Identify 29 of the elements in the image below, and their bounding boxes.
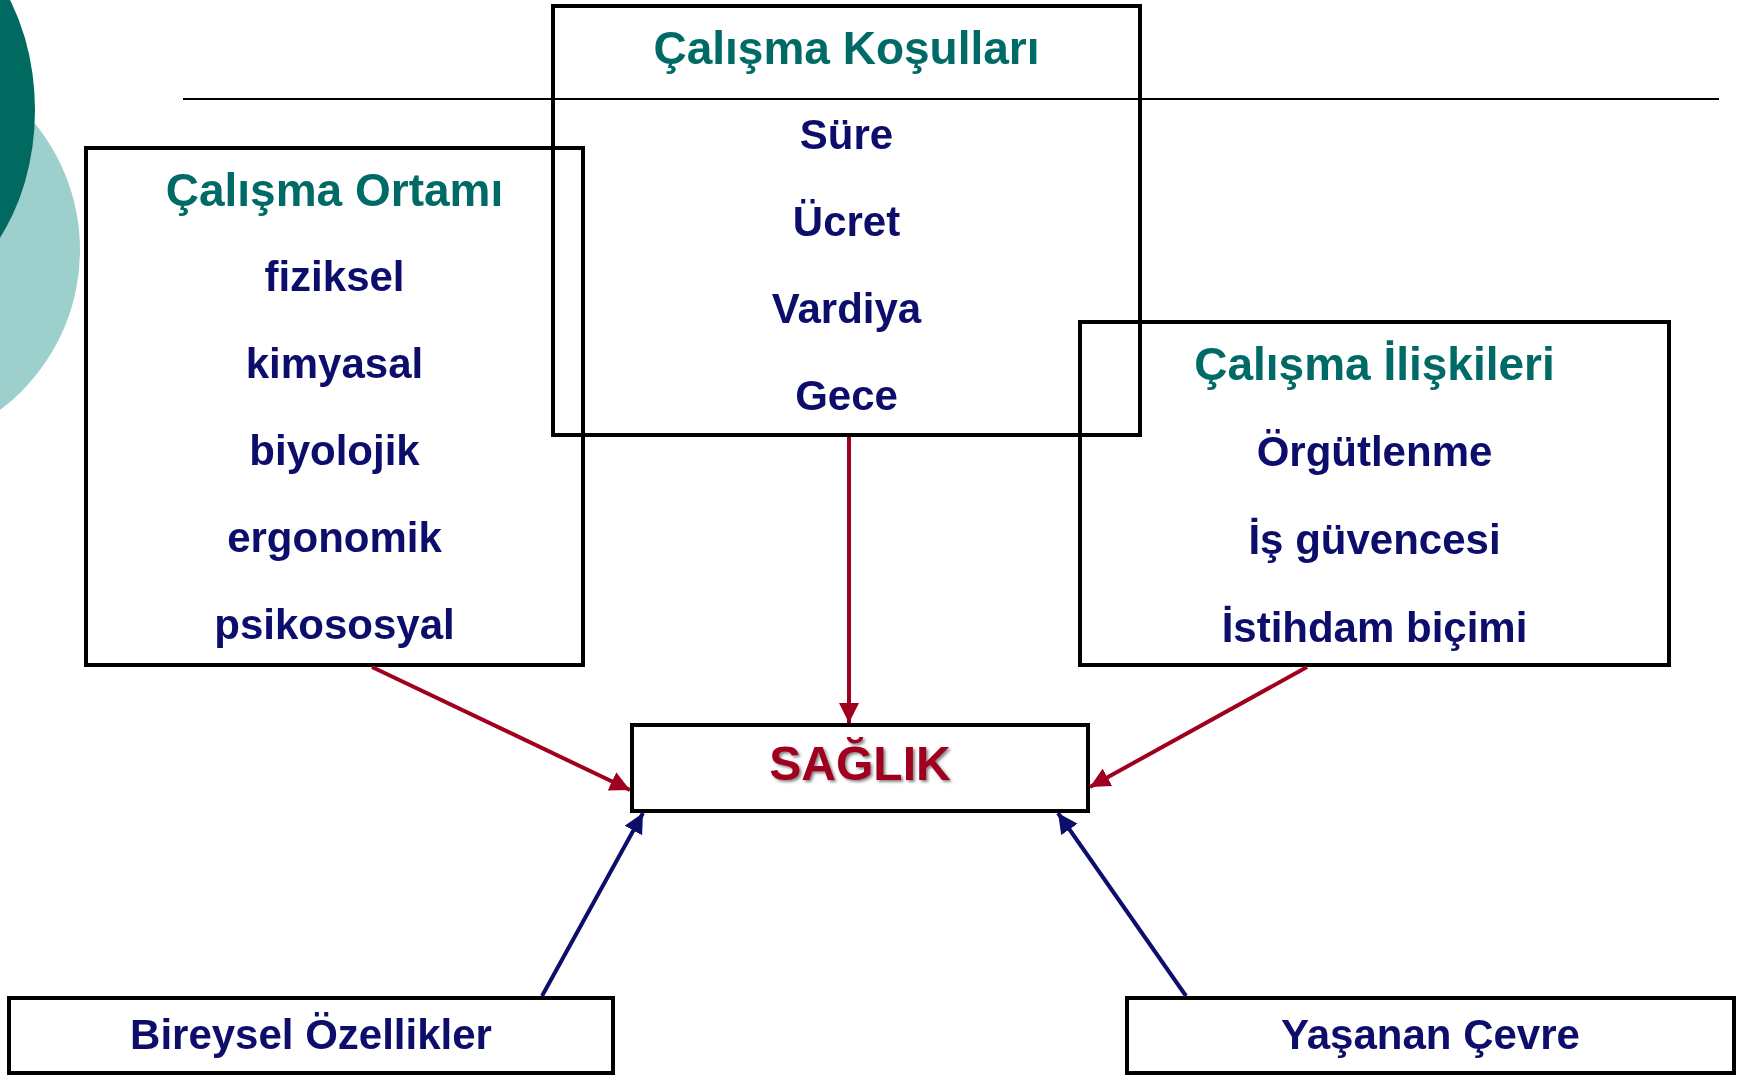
list-item: biyolojik (249, 426, 420, 476)
list-item: İstihdam biçimi (1221, 603, 1528, 653)
list-item: Ücret (792, 197, 901, 247)
outcome-box (630, 723, 1090, 813)
list-item: Örgütlenme (1256, 427, 1493, 477)
arrow (371, 665, 631, 792)
list-item: psikososyal (214, 600, 455, 650)
list-item: fiziksel (264, 252, 405, 302)
box-heading: Çalışma İlişkileri (1194, 339, 1555, 389)
arrow (1056, 811, 1188, 998)
box-label: Bireysel Özellikler (130, 1010, 492, 1060)
list-item: Gece (795, 371, 898, 421)
arrow (1089, 665, 1308, 789)
category-box (1078, 320, 1671, 667)
list-item: ergonomik (227, 513, 442, 563)
category-box (1125, 996, 1736, 1075)
list-item: İş güvencesi (1248, 515, 1501, 565)
category-box (7, 996, 615, 1075)
box-heading: Çalışma Ortamı (165, 165, 504, 215)
list-item: kimyasal (245, 339, 424, 389)
box-label: Yaşanan Çevre (1281, 1010, 1580, 1060)
list-item: Süre (799, 110, 894, 160)
arrow (540, 812, 645, 997)
arrow (839, 437, 859, 723)
category-box (551, 4, 1142, 437)
list-item: Vardiya (771, 284, 922, 334)
box-label: SAĞLIK (769, 739, 951, 789)
box-heading: Çalışma Koşulları (653, 23, 1040, 73)
category-box (84, 146, 585, 667)
